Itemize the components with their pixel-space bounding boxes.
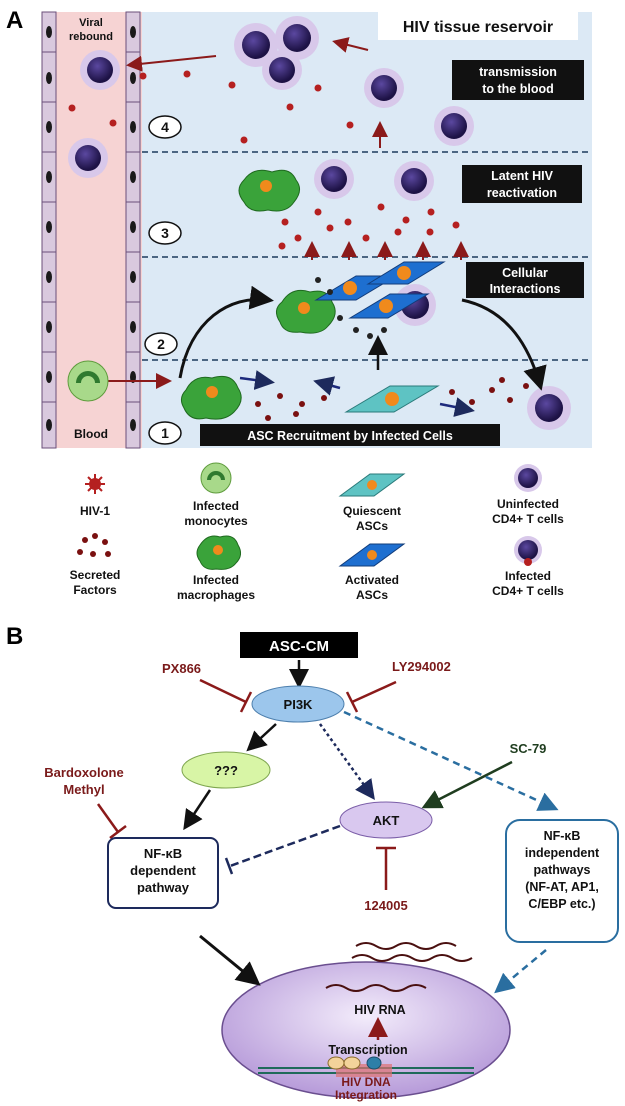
nfkb-independent-box: NF-κB independent pathways (NF-AT, AP1, … xyxy=(505,819,619,943)
viral-rebound-label-2: rebound xyxy=(69,31,113,43)
124005-label: 124005 xyxy=(364,898,407,913)
nfkb-dependent-box: NF-κB dependent pathway xyxy=(107,837,219,909)
svg-text:dependent: dependent xyxy=(130,863,196,878)
ly294002-inhibition xyxy=(345,680,397,713)
vessel-wall-left xyxy=(41,11,57,449)
px866-inhibition xyxy=(199,678,253,713)
pi3k-node: PI3K xyxy=(251,685,345,723)
ly294002-label: LY294002 xyxy=(392,659,451,674)
dna-strand xyxy=(258,1056,474,1077)
vessel-wall-right xyxy=(125,11,141,449)
svg-text:PI3K: PI3K xyxy=(284,697,314,712)
panel-a-letter: A xyxy=(6,7,23,34)
svg-text:ASC-CM: ASC-CM xyxy=(269,638,329,655)
asc-cm-box: ASC-CM xyxy=(240,632,358,658)
legend-secreted-1: Secreted xyxy=(70,568,121,582)
px866-label: PX866 xyxy=(162,661,201,676)
hiv-rna-label: HIV RNA xyxy=(354,1003,405,1017)
legend-uninfected-2: CD4+ T cells xyxy=(492,512,564,526)
step-circle-3: 3 xyxy=(148,221,182,245)
svg-text:NF-κB: NF-κB xyxy=(544,829,581,843)
transcription-label: Transcription xyxy=(328,1043,407,1057)
step-circle-1: 1 xyxy=(148,421,182,445)
svg-text:(NF-AT, AP1,: (NF-AT, AP1, xyxy=(525,880,599,894)
legend-secreted-2: Factors xyxy=(73,583,117,597)
unknown-to-nfkb-arrow xyxy=(183,789,212,831)
svg-text:Latent HIV: Latent HIV xyxy=(491,169,553,183)
svg-text:1: 1 xyxy=(161,425,169,441)
legend: HIV-1 Secreted Factors Infected monocyte… xyxy=(70,462,564,602)
migration-arrows xyxy=(239,370,475,417)
legend-quiescent-1: Quiescent xyxy=(343,504,401,518)
legend-monocytes-1: Infected xyxy=(193,499,239,513)
independent-to-nucleus-arrow xyxy=(494,949,547,994)
step-circle-4: 4 xyxy=(148,115,182,139)
panel-a-title: HIV tissue reservoir xyxy=(403,19,553,36)
pi3k-to-unknown-arrow xyxy=(246,723,277,752)
svg-text:Cellular: Cellular xyxy=(502,266,548,280)
svg-text:ASC Recruitment by Infected Ce: ASC Recruitment by Infected Cells xyxy=(247,429,453,443)
bardoxolone-label-1: Bardoxolone xyxy=(44,765,123,780)
legend-macrophages-2: macrophages xyxy=(177,588,255,602)
svg-text:independent: independent xyxy=(525,846,600,860)
svg-text:transmission: transmission xyxy=(479,65,557,79)
svg-text:reactivation: reactivation xyxy=(487,186,557,200)
legend-monocytes-2: monocytes xyxy=(184,514,248,528)
sc79-label: SC-79 xyxy=(510,741,547,756)
panel-a-title-box xyxy=(378,12,578,40)
panel-b-letter: B xyxy=(6,623,23,650)
reactivation-arrows xyxy=(108,37,469,389)
asc-recruitment-box: ASC Recruitment by Infected Cells xyxy=(200,424,500,446)
svg-text:AKT: AKT xyxy=(373,813,400,828)
rna-strands xyxy=(325,942,473,992)
svg-text:to the blood: to the blood xyxy=(482,82,554,96)
hiv-virions xyxy=(68,70,460,250)
infected-monocyte xyxy=(67,360,109,402)
svg-text:pathway: pathway xyxy=(137,880,190,895)
akt-inhibits-nfkb xyxy=(224,824,341,875)
hiv-dna-label: HIV DNA xyxy=(341,1075,391,1089)
legend-infected-2: CD4+ T cells xyxy=(492,584,564,598)
svg-text:pathways: pathways xyxy=(534,863,591,877)
legend-macrophages-1: Infected xyxy=(193,573,239,587)
latent-reactivation-box: Latent HIV reactivation xyxy=(462,165,582,203)
pi3k-to-nfkb-independent-arrow xyxy=(343,710,559,811)
svg-text:Interactions: Interactions xyxy=(490,282,561,296)
pi3k-to-akt-arrow xyxy=(318,723,375,801)
cellular-interactions-box: Cellular Interactions xyxy=(466,262,584,298)
svg-text:3: 3 xyxy=(161,225,169,241)
legend-quiescent-2: ASCs xyxy=(356,519,388,533)
legend-activated-1: Activated xyxy=(345,573,399,587)
viral-rebound-label-1: Viral xyxy=(79,17,103,29)
curved-arrow-right xyxy=(461,298,547,391)
nucleus xyxy=(221,961,511,1099)
integration-label: Integration xyxy=(335,1088,397,1102)
blood-label: Blood xyxy=(74,427,108,441)
transmission-box: transmission to the blood xyxy=(452,60,584,100)
124005-inhibition xyxy=(376,846,396,890)
unknown-node: ??? xyxy=(181,751,271,789)
legend-hiv1: HIV-1 xyxy=(80,504,110,518)
svg-text:NF-κB: NF-κB xyxy=(144,846,182,861)
step-circle-2: 2 xyxy=(144,332,178,356)
legend-activated-2: ASCs xyxy=(356,588,388,602)
svg-text:2: 2 xyxy=(157,336,165,352)
svg-text:???: ??? xyxy=(214,763,238,778)
svg-text:4: 4 xyxy=(161,119,169,135)
sc79-to-akt-arrow xyxy=(421,760,513,809)
legend-uninfected-1: Uninfected xyxy=(497,497,559,511)
nfkb-to-nucleus-arrow xyxy=(199,934,261,986)
bardoxolone-label-2: Methyl xyxy=(63,782,104,797)
legend-infected-1: Infected xyxy=(505,569,551,583)
svg-text:C/EBP etc.): C/EBP etc.) xyxy=(528,897,595,911)
bardoxolone-inhibition xyxy=(96,803,127,839)
curved-arrow-left xyxy=(178,285,274,379)
activated-ascs xyxy=(314,261,446,319)
akt-node: AKT xyxy=(339,801,433,839)
infected-macrophages xyxy=(180,169,336,420)
quiescent-asc xyxy=(344,385,440,413)
